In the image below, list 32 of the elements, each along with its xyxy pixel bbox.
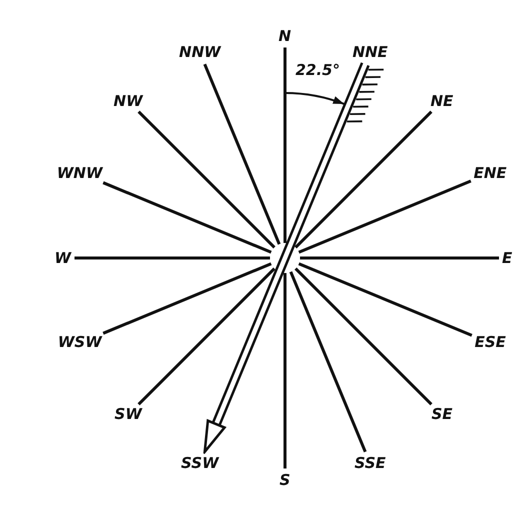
direction-label: NNE xyxy=(352,44,388,62)
compass-line xyxy=(284,273,286,468)
direction-label: ENE xyxy=(474,164,507,182)
compass-line xyxy=(102,181,272,254)
compass-line xyxy=(102,262,272,335)
direction-label: WSW xyxy=(58,334,102,352)
compass-line xyxy=(294,268,432,406)
compass-line xyxy=(298,262,472,337)
compass-line xyxy=(203,64,281,245)
direction-label: W xyxy=(54,250,72,266)
direction-label: SSW xyxy=(181,454,219,472)
compass-line xyxy=(74,256,270,260)
direction-label: S xyxy=(280,472,290,488)
compass-line xyxy=(289,271,367,452)
angle-label: 22.5° xyxy=(295,62,340,80)
wind-arrow xyxy=(203,62,370,454)
compass-line xyxy=(300,256,499,260)
compass-line xyxy=(294,110,432,248)
direction-label: SE xyxy=(431,406,453,424)
direction-label: NNW xyxy=(179,44,221,62)
direction-label: N xyxy=(278,28,292,44)
compass-line xyxy=(298,180,472,254)
direction-label: E xyxy=(502,250,512,266)
compass-line xyxy=(138,110,276,248)
direction-label: SSE xyxy=(354,454,386,472)
direction-label: NE xyxy=(430,92,454,110)
direction-label: NW xyxy=(114,92,143,110)
direction-label: WNW xyxy=(56,164,103,182)
direction-label: ESE xyxy=(474,334,506,352)
direction-label: SW xyxy=(114,406,142,424)
compass-line xyxy=(138,268,276,406)
compass-line xyxy=(284,48,286,243)
